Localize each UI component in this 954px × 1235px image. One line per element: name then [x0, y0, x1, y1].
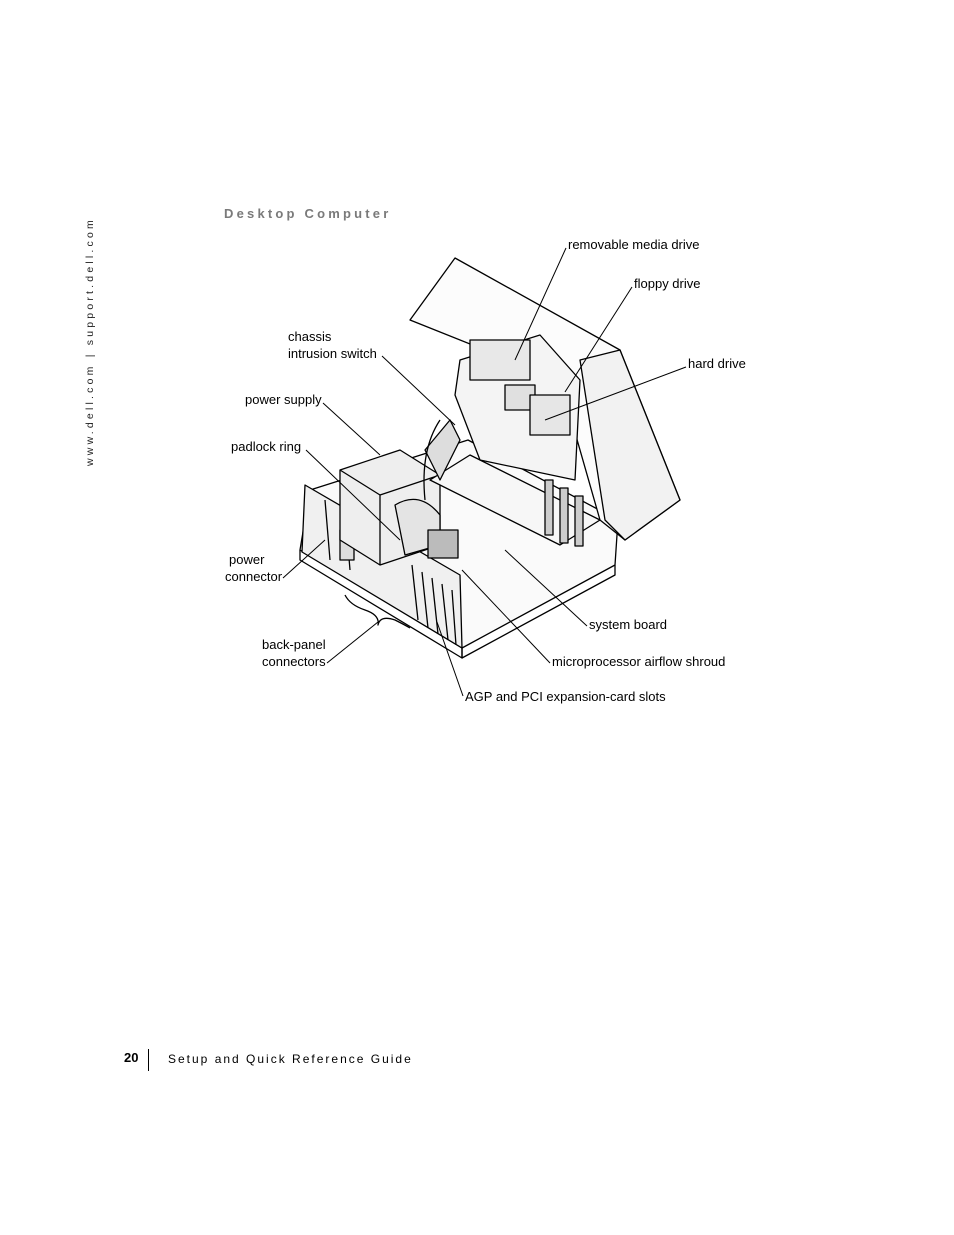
label-removable-media-drive: removable media drive: [568, 237, 700, 252]
section-title: Desktop Computer: [224, 206, 392, 221]
page-number: 20: [124, 1050, 139, 1065]
label-chassis-intrusion-switch-line2: intrusion switch: [288, 346, 377, 361]
back-panel-brace: [344, 594, 411, 629]
label-chassis-intrusion-switch-line1: chassis: [288, 329, 332, 344]
label-system-board: system board: [589, 617, 668, 632]
footer-divider: [148, 1049, 149, 1071]
label-power-supply: power supply: [245, 392, 322, 407]
expansion-card-slots: [411, 564, 457, 646]
label-hard-drive: hard drive: [688, 356, 746, 371]
label-padlock-ring: padlock ring: [231, 439, 302, 454]
label-back-panel-connectors-line2: connectors: [262, 654, 326, 669]
label-agp-pci-expansion-slots: AGP and PCI expansion-card slots: [465, 689, 666, 704]
label-microprocessor-airflow-shroud: microprocessor airflow shroud: [552, 654, 726, 669]
label-floppy-drive: floppy drive: [634, 276, 701, 291]
label-back-panel-connectors-line1: back-panel: [262, 637, 326, 652]
leader-lines: [282, 247, 687, 697]
label-power-connector-line2: connector: [225, 569, 283, 584]
footer-guide-title: Setup and Quick Reference Guide: [168, 1052, 413, 1066]
label-power-connector-line1: power: [229, 552, 265, 567]
